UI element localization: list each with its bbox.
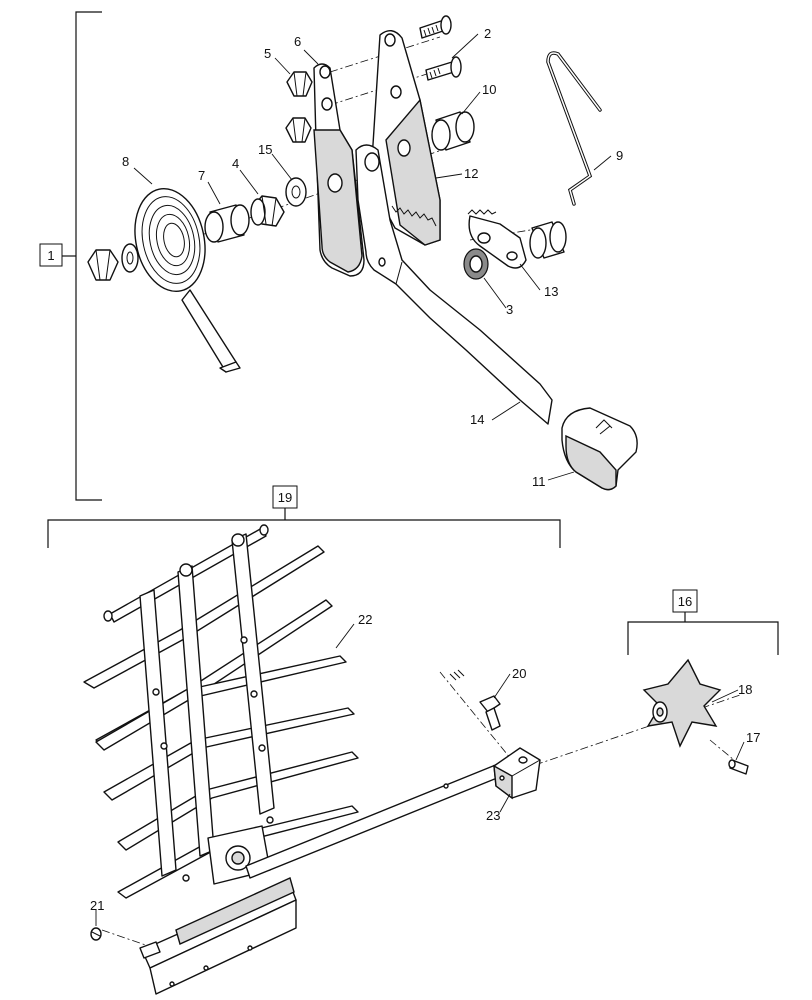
callout-6: 6 (294, 34, 301, 49)
washer-part-15[interactable] (285, 177, 307, 207)
mounting-plate-part-6[interactable] (313, 63, 365, 277)
group-1-bracket: 1 (39, 11, 102, 501)
group-19-bracket: 19 (47, 485, 561, 548)
hex-nut-lower[interactable] (285, 117, 312, 143)
washer-left[interactable] (121, 243, 139, 273)
ratchet-link-part-13[interactable] (467, 209, 527, 269)
callout-3: 3 (506, 302, 513, 317)
star-knob-part-18[interactable] (642, 658, 722, 748)
block-part-23[interactable] (493, 747, 541, 800)
callout-22: 22 (358, 612, 372, 627)
callout-12: 12 (464, 166, 478, 181)
callout-21: 21 (90, 898, 104, 913)
callout-18: 18 (738, 682, 752, 697)
pin-part-17[interactable] (728, 759, 749, 775)
bushing-right[interactable] (529, 221, 567, 259)
screw-part-21[interactable] (90, 927, 102, 941)
callout-17: 17 (746, 730, 760, 745)
group-19-label: 19 (278, 490, 292, 505)
callout-10: 10 (482, 82, 496, 97)
callout-numbers: 2 3 4 5 6 7 8 9 10 11 12 13 14 15 17 18 … (90, 26, 760, 913)
hinge-plate[interactable] (139, 877, 297, 995)
callout-5: 5 (264, 46, 271, 61)
bolt-upper[interactable] (425, 56, 462, 81)
callout-9: 9 (616, 148, 623, 163)
group-1-label: 1 (47, 248, 54, 263)
pedal-pad-part-11[interactable] (561, 407, 638, 491)
bushing-part-10[interactable] (431, 111, 475, 151)
callout-7: 7 (198, 168, 205, 183)
flange-nut-part-4[interactable] (250, 195, 285, 227)
group-16-label: 16 (678, 594, 692, 609)
callout-11: 11 (532, 474, 546, 489)
callout-leaders (95, 33, 745, 926)
group-16-bracket: 16 (627, 589, 779, 655)
finger-rake-part-22[interactable] (83, 524, 359, 899)
callout-8: 8 (122, 154, 129, 169)
wire-clip-part-9[interactable] (546, 51, 602, 206)
pedal-arm-part-14[interactable] (355, 144, 553, 425)
retaining-ring-part-3[interactable] (463, 248, 489, 280)
callout-20: 20 (512, 666, 526, 681)
callout-23: 23 (486, 808, 500, 823)
callout-14: 14 (470, 412, 484, 427)
callout-2: 2 (484, 26, 491, 41)
bolt-part-2[interactable] (419, 15, 452, 39)
drive-shaft[interactable] (245, 763, 504, 879)
callout-15: 15 (258, 142, 272, 157)
screw-part-20[interactable] (449, 669, 501, 731)
bracket-plate-part-12[interactable] (371, 30, 441, 246)
bushing-part-7[interactable] (204, 204, 250, 243)
callout-4: 4 (232, 156, 239, 171)
callout-13: 13 (544, 284, 558, 299)
coil-spring-part-8[interactable] (126, 182, 241, 373)
hex-nut-left[interactable] (87, 249, 119, 281)
hex-nut-part-5[interactable] (286, 71, 313, 97)
